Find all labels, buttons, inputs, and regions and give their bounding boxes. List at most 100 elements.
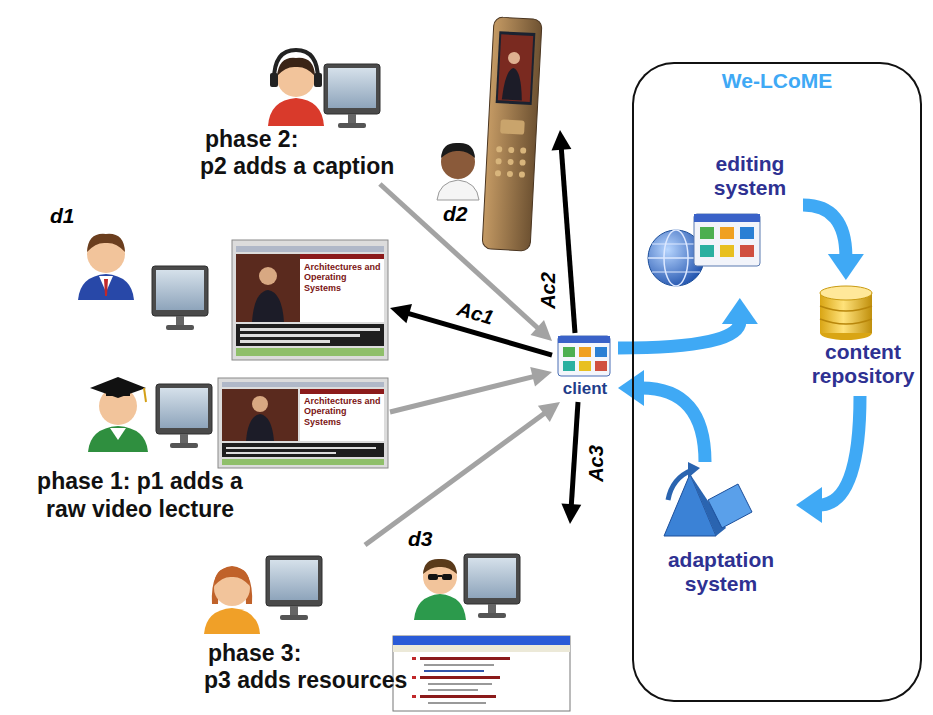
resource-page-screenshot-part (428, 702, 486, 704)
lecture-screenshot (232, 240, 388, 360)
mobile-user-figure-part-part (507, 159, 513, 165)
lecture-screenshot-part (240, 340, 330, 343)
graduate-figure (88, 377, 212, 452)
desktop-user-figure-part (78, 274, 134, 300)
desktop-user-figure-part (464, 554, 520, 618)
slide-title: Architectures and Operating Systems (304, 396, 386, 427)
lecture-screenshot-part (246, 414, 274, 441)
adaptation-icon-part (688, 462, 700, 478)
graduate-figure-part (88, 426, 148, 452)
mobile-user-figure-part-part (500, 119, 525, 134)
lecture-screenshot-part (226, 452, 336, 454)
editing-icon-part (694, 214, 760, 266)
lecture-screenshot-part (236, 254, 300, 322)
user-box: d3 (398, 524, 575, 712)
lecture-screenshot-part (252, 396, 268, 412)
lecture-screenshot-part (300, 389, 384, 394)
desktop-user-figure-part (414, 594, 466, 620)
resource-page-screenshot-part (412, 695, 416, 698)
editing-icon-part (700, 245, 714, 257)
database-icon-part (820, 286, 872, 300)
editing-icon-part (720, 227, 734, 239)
client-icon-part (563, 361, 575, 371)
node-label: d3 (408, 527, 448, 551)
editing-icon-part (740, 227, 754, 239)
graduate-figure-part (90, 377, 146, 398)
desktop-user-figure-part (428, 574, 438, 580)
connector-line (571, 402, 578, 507)
producer-box: phase 2:p2 adds a caption (198, 44, 412, 184)
connector-line (819, 396, 860, 505)
connector (365, 402, 560, 545)
connector (380, 184, 552, 341)
mobile-user-figure-part-part (502, 67, 524, 100)
node-label: p3 adds resources (204, 667, 422, 695)
editing-icon-part (694, 214, 760, 222)
lecture-screenshot-part (240, 334, 360, 337)
lecture-screenshot (218, 378, 388, 468)
connector (796, 396, 860, 523)
desktop-user-figure-part (104, 279, 108, 296)
node-label: content repository (806, 340, 920, 388)
desktop-user-figure-part (423, 559, 457, 574)
resource-page-screenshot-part (393, 645, 570, 652)
desktop-user-figure-part (438, 575, 442, 577)
lecture-screenshot-part (300, 254, 384, 259)
arrowhead (530, 367, 552, 386)
desktop-user-figure-part (442, 574, 452, 580)
mobile-user-figure (437, 17, 542, 251)
resource-page-screenshot-part (424, 670, 484, 672)
database-icon (820, 286, 872, 340)
edge-label: Ac3 (584, 442, 607, 485)
arrowhead (538, 402, 560, 422)
lecture-screenshot-part (236, 348, 384, 356)
connector-line (641, 388, 705, 462)
lecture-screenshot-part (259, 267, 277, 285)
mobile-user-figure-part-part (482, 17, 542, 251)
client-icon-part (579, 361, 591, 371)
arrowhead (828, 254, 864, 280)
database-icon-part (820, 319, 872, 324)
arrowhead (796, 487, 822, 523)
arrowhead (531, 320, 553, 341)
arrowhead (722, 298, 758, 324)
node-label: client (552, 379, 618, 399)
lecture-screenshot-part (218, 378, 388, 468)
node-label: adaptation system (646, 548, 796, 596)
connector (561, 402, 581, 524)
mobile-user-figure-part-part (507, 171, 513, 177)
arrowhead (561, 503, 581, 524)
graduate-figure-part (144, 388, 146, 402)
editing-icon-part (740, 245, 754, 257)
resource-page-screenshot (393, 636, 570, 711)
editing-icon-part (652, 272, 700, 273)
node-label: editing system (700, 152, 800, 200)
mobile-user-figure-part (437, 180, 479, 200)
connector-line (380, 184, 540, 330)
adaptation-icon (664, 462, 752, 536)
mobile-user-figure-part (482, 17, 542, 251)
node-label: d2 (443, 202, 483, 226)
producer-figure-part (274, 50, 318, 80)
node-label: phase 1: p1 adds a raw video lecture (22, 468, 258, 523)
edge-label: Ac2 (536, 269, 559, 312)
lecture-screenshot-part (240, 328, 380, 331)
editing-icon-part (700, 227, 714, 239)
client-icon-part (563, 347, 575, 357)
mobile-user-figure-part-part (519, 159, 525, 165)
mobile-user-figure-part-part (496, 31, 536, 105)
database-icon-part (820, 306, 872, 311)
mobile-user-figure-part-part (508, 147, 514, 153)
lecture-screenshot-part (222, 389, 298, 441)
resource-page-screenshot-part (420, 657, 510, 660)
connector (390, 367, 552, 412)
producer-figure-part (324, 64, 380, 128)
desktop-user-figure (78, 234, 208, 330)
resource-page-screenshot-part (420, 695, 496, 698)
resource-page-screenshot-part (428, 683, 492, 685)
producer-figure-part (277, 58, 315, 76)
node-label: We-LCoME (632, 68, 922, 93)
graduate-figure-part (156, 384, 212, 448)
connector (803, 205, 864, 280)
